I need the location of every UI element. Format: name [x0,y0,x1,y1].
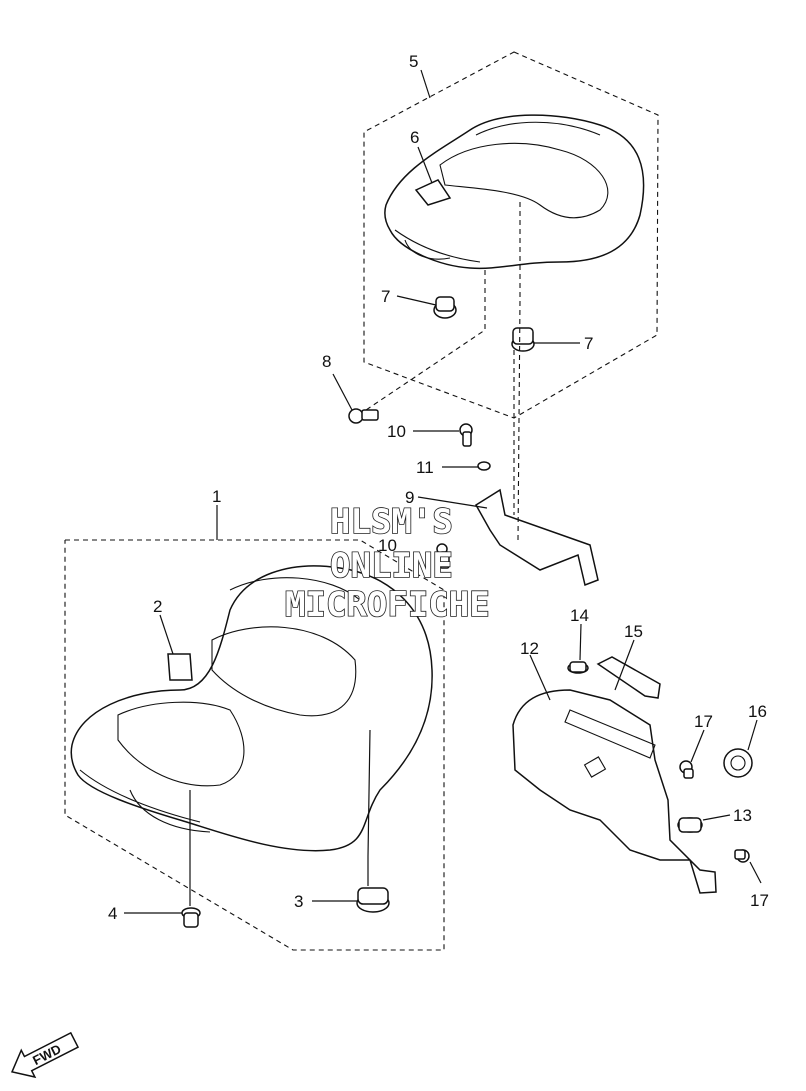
seat-bracket-9 [474,488,599,587]
callout-numbers: 5 6 7 7 8 10 11 9 1 10 2 3 4 14 15 12 17… [108,52,769,923]
grommet-14 [567,661,589,674]
side-cover-12 [512,689,717,894]
rear-damper-left [433,296,457,319]
callout-14: 14 [570,606,589,625]
callout-10-lower: 10 [378,536,397,555]
callout-6: 6 [410,128,419,147]
callout-17-upper: 17 [694,712,713,731]
bolt-10-upper [459,423,473,447]
callout-13: 13 [733,806,752,825]
washer-11 [477,461,491,471]
callout-2: 2 [153,597,162,616]
front-damper-3 [356,887,390,913]
side-cover-slot [564,709,656,759]
side-cover-window [583,756,607,778]
callout-16: 16 [748,702,767,721]
fwd-label: FWD [30,1041,63,1068]
watermark: HLSM'S ONLINE MICROFICHE [284,501,490,626]
front-seat [70,565,433,852]
callout-11: 11 [416,458,434,477]
trim-strip-15 [596,656,661,699]
callout-7-left: 7 [381,287,390,306]
grommet-4 [181,907,201,928]
bolt-8 [348,408,379,424]
grommet-16 [723,748,753,778]
front-seat-label-tag [167,653,193,681]
callout-1: 1 [212,487,221,506]
screw-17-upper [679,760,694,779]
callout-12: 12 [520,639,539,658]
callout-10-upper: 10 [387,422,406,441]
screw-17-lower [734,849,750,863]
fwd-arrow-icon: FWD [10,1031,80,1079]
rear-seat [384,114,645,270]
callout-7-right: 7 [584,334,593,353]
watermark-line-1: HLSM'S [330,502,453,542]
watermark-line-3: MICROFICHE [285,585,490,625]
callout-8: 8 [322,352,331,371]
callout-17-lower: 17 [750,891,769,910]
watermark-line-2: ONLINE [330,546,453,586]
grommet-13 [677,817,703,833]
rear-damper-right [511,327,535,352]
callout-4: 4 [108,904,117,923]
callout-3: 3 [294,892,303,911]
leader-lines [124,69,762,914]
callout-9: 9 [405,488,414,507]
rear-seat-label-tag [414,179,452,206]
callout-15: 15 [624,622,643,641]
bolt-10-lower [436,543,450,569]
callout-5: 5 [409,52,418,71]
